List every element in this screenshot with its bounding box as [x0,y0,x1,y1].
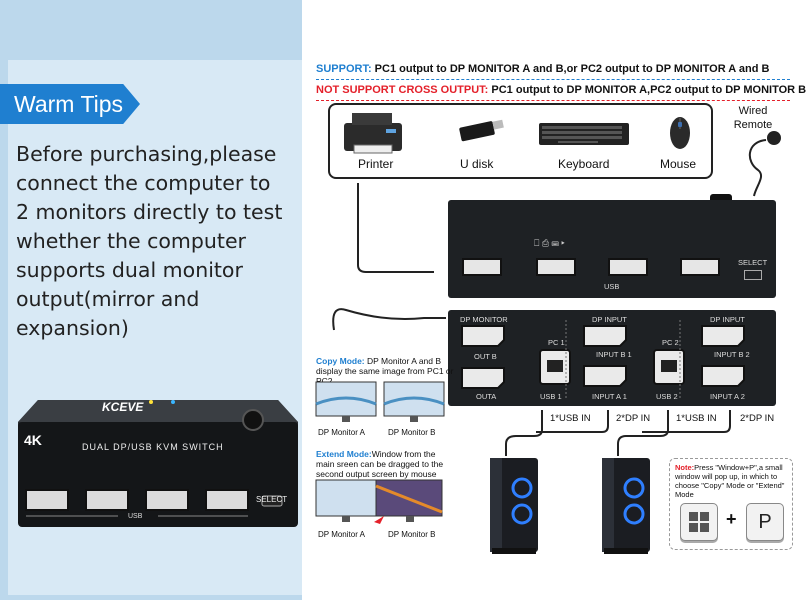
extend-mon-b-label: DP Monitor B [388,530,436,539]
usb-in-2-label: 1*USB IN [676,413,717,424]
front-select-label: SELECT [738,258,768,267]
divider [316,79,790,80]
usb-port[interactable] [462,258,502,276]
windows-icon [689,512,709,532]
dp-in-1-label: 2*DP IN [616,413,651,424]
udisk-label: U disk [460,157,494,171]
not-support-line: NOT SUPPORT CROSS OUTPUT: PC1 output to … [316,84,806,96]
keyboard-icon [539,123,629,145]
keyboard-label: Keyboard [558,157,610,171]
kvm-switch-product-photo [18,400,298,527]
select-port[interactable] [744,270,762,280]
pc-tower-2 [602,458,650,554]
select-button[interactable] [710,194,732,200]
warm-tips-panel: Warm Tips Before purchasing,please conne… [0,0,302,600]
warm-tips-text: Before purchasing,please connect the com… [16,142,283,340]
support-line: SUPPORT: PC1 output to DP MONITOR A and … [316,63,770,75]
mouse-icon [670,117,690,149]
input-b1-label: INPUT B 1 [596,350,632,359]
pc1-label: PC 1 [548,338,565,347]
out-b-label: OUT B [474,352,497,361]
dp-in-2-label: 2*DP IN [740,413,775,424]
wired-remote-label: Wired Remote [733,105,773,131]
front-port-icons: ⎕ ⎙ ⌨ ▸ [534,238,565,248]
pc-tower-1 [490,458,538,554]
mouse-label: Mouse [660,157,697,171]
extend-mode-monitors [315,479,443,524]
copy-mode-monitors [315,381,445,422]
kvm-back-panel: DP MONITOR OUT B OUTA PC 1 DP INPUT INPU… [448,310,776,406]
dp-input-2-label: DP INPUT [710,315,745,324]
kvm-front-panel: USB SELECT ⎕ ⎙ ⌨ ▸ [448,194,776,298]
note-box: Note:Press "Window+P",a small window wil… [669,458,793,550]
input-a2-label: INPUT A 2 [710,392,745,401]
input-b2-label: INPUT B 2 [714,350,750,359]
copy-mon-b-label: DP Monitor B [388,428,436,437]
printer-icon [344,113,402,154]
p-key: P [746,503,784,541]
note-text: Note:Press "Window+P",a small window wil… [675,463,785,499]
cables [332,183,731,456]
wired-remote-icon [748,131,781,197]
product-select-label: SELECT [256,495,288,504]
brand-logo: KCEVE [102,400,144,414]
peripherals-box: Printer U disk Keyboard Mouse [328,103,713,179]
warm-tips-badge: Warm Tips [0,84,140,124]
copy-mon-a-label: DP Monitor A [318,428,365,437]
usb1-label: USB 1 [540,392,562,401]
back-ports [461,320,745,400]
dp-monitor-label: DP MONITOR [460,315,508,324]
usb-port[interactable] [680,258,720,276]
usb2-label: USB 2 [656,392,678,401]
windows-key [680,503,718,541]
model-text: DUAL DP/USB KVM SWITCH [82,442,224,452]
input-a1-label: INPUT A 1 [592,392,627,401]
usb-port[interactable] [536,258,576,276]
divider [316,100,790,101]
usb-port-icon [25,489,249,511]
printer-label: Printer [358,157,394,171]
product-usb-label: USB [128,513,143,520]
dp-input-1-label: DP INPUT [592,315,627,324]
pc2-label: PC 2 [662,338,679,347]
usb-port[interactable] [608,258,648,276]
copy-mode-caption: Copy Mode: DP Monitor A and B display th… [316,356,454,386]
4k-badge: 4K [24,432,42,448]
extend-mon-a-label: DP Monitor A [318,530,365,539]
usb-drive-icon [459,119,504,142]
connection-diagram: SUPPORT: PC1 output to DP MONITOR A and … [306,0,806,600]
out-a-label: OUTA [476,392,497,401]
usb-in-1-label: 1*USB IN [550,413,591,424]
extend-mode-caption: Extend Mode:Window from the main sreen c… [316,449,444,479]
plus-sign: + [726,509,737,529]
front-usb-label: USB [604,282,620,291]
